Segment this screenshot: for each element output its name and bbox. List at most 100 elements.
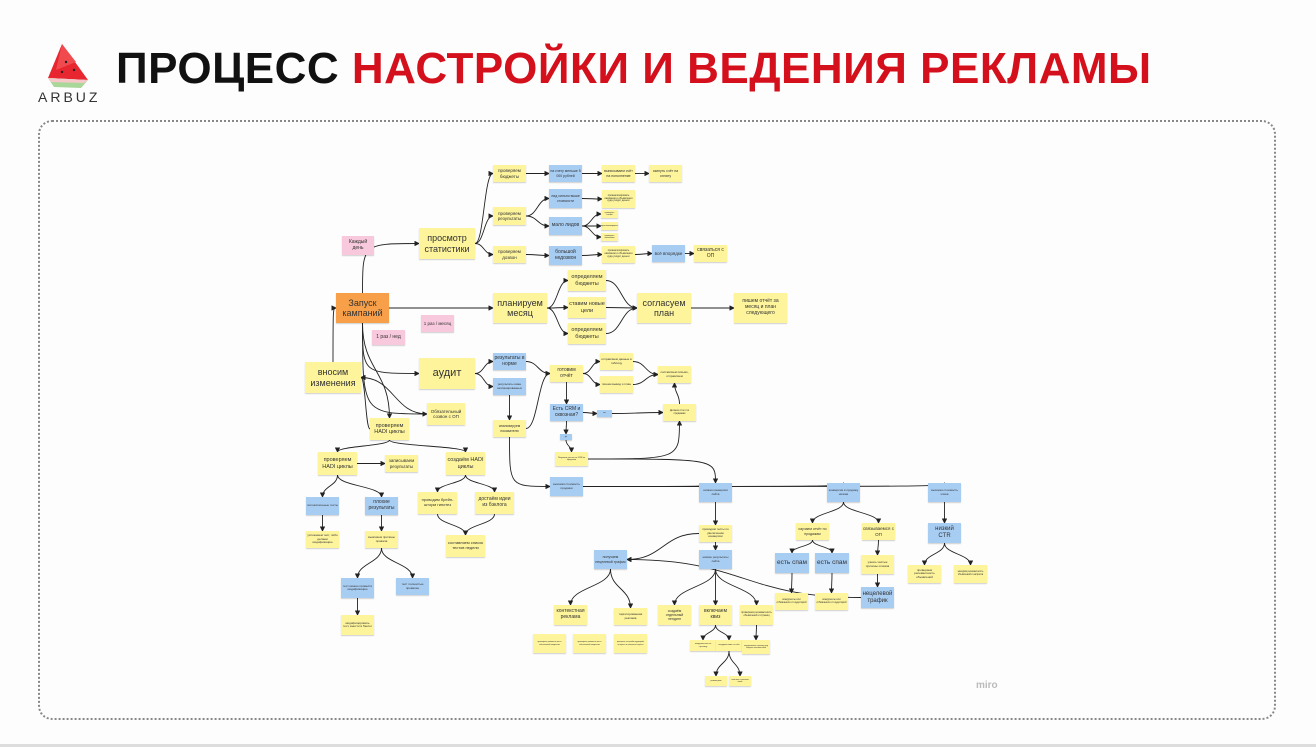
sticky-note[interactable]: находим релевантность объявлений и запро… [954,565,987,583]
sticky-note[interactable]: Обязательный созвон с ОП [427,403,465,425]
sticky-note[interactable]: изучаем отчёт по продажам [796,523,829,540]
sticky-note[interactable]: усложняем тест, либо делаем модификацию [306,531,339,548]
sticky-note[interactable]: проверяем HADI циклы [370,418,409,440]
sticky-note[interactable]: проверить релевантность объявлений запро… [573,634,606,653]
connector-arrow [587,420,683,460]
sticky-note[interactable]: всё впорядке [652,245,685,262]
sticky-note[interactable]: положительные тесты [306,497,339,515]
sticky-note[interactable]: скинуть счёт на оплату [649,165,682,182]
sticky-note[interactable]: большой недозвон [549,246,582,265]
sticky-note[interactable]: проверить ключевики [601,233,618,241]
sticky-note[interactable]: проверяем релевантность объявлений [908,565,941,583]
sticky-note[interactable]: просмотр статистики [419,228,475,259]
sticky-note[interactable]: Делаем отчет по продажам [663,404,696,421]
connector-arrow [605,305,638,334]
sticky-note[interactable]: есть спам [775,553,809,573]
sticky-note[interactable]: выписываем счёт на пополнение [602,165,635,182]
sticky-note[interactable]: связаться с ОП [694,245,727,262]
sticky-note[interactable]: да [560,434,572,440]
sticky-note[interactable]: составляем письмо, отправляем [658,366,691,383]
sticky-note[interactable]: Есть CRM и сквозная? [550,404,583,421]
sticky-note[interactable]: тест можно провести модификацию [341,578,374,598]
sticky-note[interactable]: проверить релевантность объявлений запро… [533,634,566,653]
connector-arrow [362,322,393,419]
title-part-2: НАСТРОЙКИ И ВЕДЕНИЯ РЕКЛАМЫ [351,44,1152,93]
sticky-note[interactable]: низкая конверсия сайта [699,483,732,502]
sticky-note[interactable]: определяем бюджеты [568,323,606,344]
sticky-note[interactable]: результаты в норме [493,353,526,370]
sticky-note[interactable]: 1 раз / нед [372,330,405,345]
sticky-note[interactable]: высокая стоимость продажи [550,477,583,496]
connector-arrow [474,243,494,258]
sticky-note[interactable]: проанализировать [601,222,618,230]
sticky-note[interactable]: проверяем релевантность объявлений и стр… [740,605,773,625]
sticky-note[interactable]: записываем результаты [385,455,418,472]
sticky-note[interactable]: согласуем план [637,293,691,323]
sticky-note[interactable]: готовим отчёт [550,365,583,382]
sticky-note[interactable]: проверяем HADI циклы [318,452,357,475]
sticky-note[interactable]: внедряем квиз на страницу [690,640,716,651]
sticky-note[interactable]: составляем список тестов недели [446,535,485,557]
sticky-note[interactable]: Запуск кампаний [336,293,389,323]
connector-arrow [474,170,494,244]
sticky-note[interactable]: внедряем квиз на сайт [716,640,742,651]
sticky-note[interactable]: аудит [419,358,475,389]
sticky-note[interactable]: вносим изменения [305,362,361,393]
sticky-note[interactable]: планируем месяц [493,293,547,323]
sticky-note[interactable]: конкуренты или отбившиеся от аудиторий [775,593,808,610]
sticky-note[interactable]: создаём отдельный лендинг [658,605,691,625]
sticky-note[interactable]: таргетированная реклама [614,608,647,625]
sticky-note[interactable]: отправляем данные в таблицу [600,353,633,370]
sticky-note[interactable]: есть спам [815,553,849,573]
sticky-note[interactable]: контекстная реклама [554,605,587,625]
sticky-note[interactable]: нет [597,410,612,417]
sticky-note[interactable]: получаем нецелевой трафик [594,550,627,569]
sticky-note[interactable]: мало лидов [549,217,582,235]
sticky-note[interactable]: создаём HADI циклы [446,452,485,475]
sticky-note[interactable]: проверить настройки аудиторий, интересы … [614,634,647,653]
sticky-note[interactable]: на счету меньше 5 000 рублей [549,165,582,182]
connector-arrow [525,195,550,217]
sticky-note[interactable]: достаём идеи из бэклога [475,492,514,514]
connector-arrow [713,650,730,677]
sticky-note[interactable]: проанализировать кампании и объявления к… [602,246,635,263]
connector-arrow [581,251,603,258]
sticky-note[interactable]: проанализировать кампании и объявления к… [602,190,635,208]
sticky-note[interactable]: переделываем страницу под запросы пользо… [742,640,770,654]
sticky-note[interactable]: тест полностью провален [396,578,429,595]
sticky-note[interactable]: анализируем показатели [493,420,526,437]
sticky-note[interactable]: плохие результаты [365,497,398,515]
sticky-note[interactable]: лид сильно выше стоимости [549,189,582,208]
sticky-note[interactable]: модифицировать тест, внести в бэклог [341,615,374,635]
sticky-note[interactable]: ставим новые цели [568,297,606,318]
sticky-note[interactable]: проверяем результаты [493,207,526,225]
sticky-note[interactable]: начинаем с рекламы квиза [729,676,751,686]
sticky-note[interactable]: связываемся с ОП [862,523,895,540]
sticky-note[interactable]: выясняем причины провала [365,531,398,548]
sticky-note[interactable]: проверить связки [601,210,618,218]
connector-arrow [843,501,882,524]
sticky-note[interactable]: низкие результаты сайта [699,550,732,569]
sticky-note[interactable]: нецелевой трафик [861,587,894,608]
sticky-note[interactable]: размещаем [705,676,727,686]
sticky-note[interactable]: высокая стоимость клика [928,483,961,502]
connector-arrow [546,277,569,309]
connector-arrow [434,474,466,493]
sticky-note[interactable]: Получаем данные из CRM по продажам [555,452,588,466]
sticky-note[interactable]: проводим тесты по увеличению конверсии [699,525,732,542]
sticky-note[interactable]: проверяем бюджеты [493,165,526,182]
sticky-note[interactable]: включаем квиз [699,605,732,625]
sticky-note[interactable]: Каждый день [342,236,374,255]
sticky-note[interactable]: конкуренты или отбившиеся от аудиторий [815,593,848,610]
sticky-note[interactable]: узнать частые причины отказов [861,555,894,574]
sticky-note[interactable]: конверсия в продажу низкая [827,483,860,502]
sticky-note[interactable]: результаты ниже запланированных [493,378,526,395]
sticky-note[interactable]: пишем вывод и план [600,376,633,393]
sticky-note[interactable]: 1 раз / месяц [421,315,454,332]
connector-arrow [581,225,602,240]
sticky-note[interactable]: проверяем дозвон [493,246,526,263]
sticky-note[interactable]: пишем отчёт за месяц и план следующего [734,293,787,323]
sticky-note[interactable]: определяем бюджеты [568,270,606,291]
sticky-note[interactable]: низкий CTR [928,523,961,543]
sticky-note[interactable]: проводим брейн-шторм гипотез [418,492,457,514]
